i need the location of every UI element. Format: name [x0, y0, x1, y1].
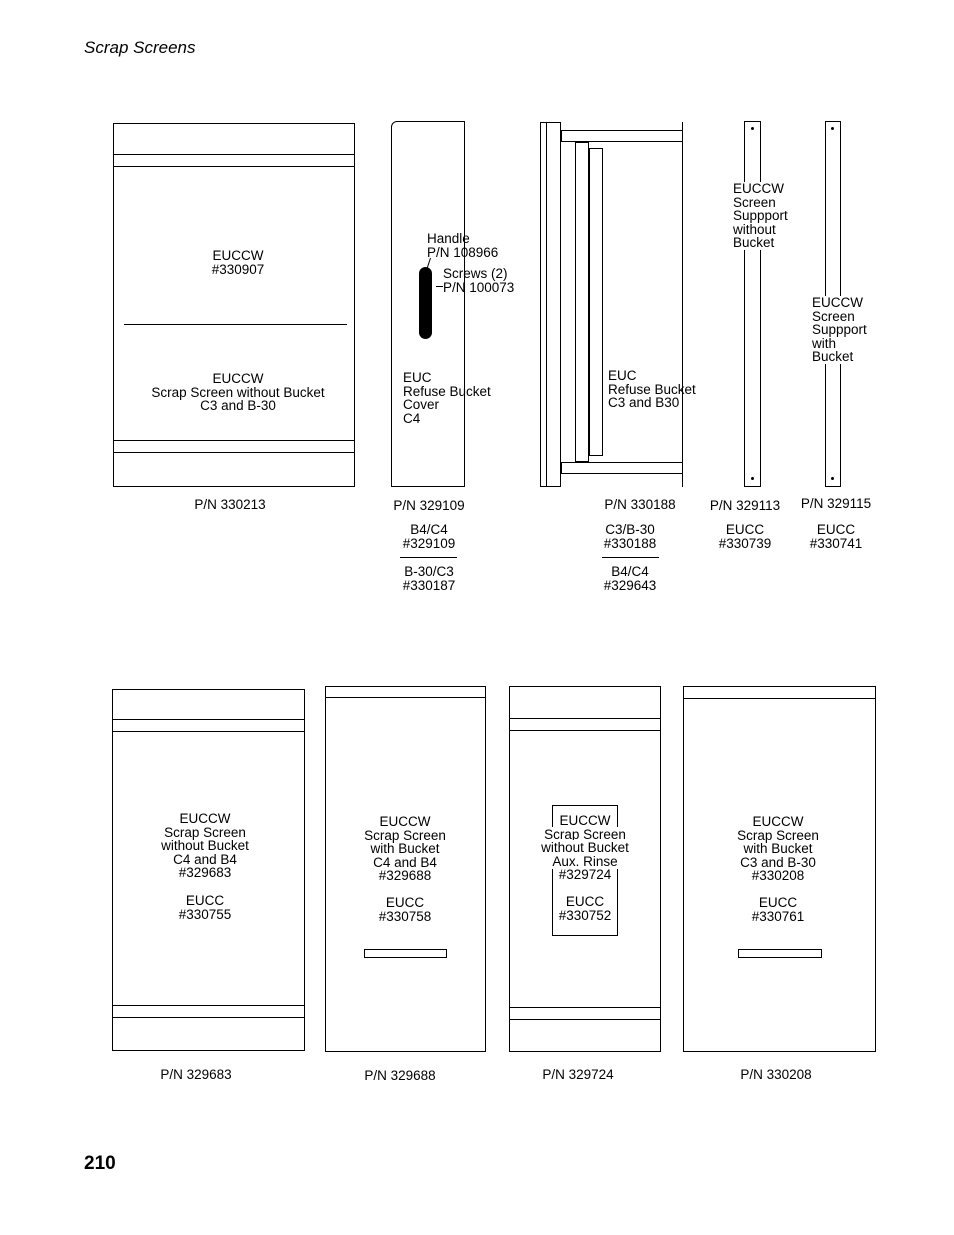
screen-slot [738, 949, 822, 958]
part-number-329683: P/N 329683 [160, 1067, 232, 1082]
model-b30-c3: B-30/C3 #330187 [402, 564, 456, 593]
model-b4-c4: B4/C4 #329109 [402, 522, 456, 551]
model-c3-b30: C3/B-30 #330188 [603, 522, 657, 551]
screen-top-rail [683, 686, 876, 699]
support-desc-label: EUCCW Screen Suppport with Bucket [810, 295, 869, 364]
handle-icon [419, 267, 432, 339]
screen-outline [113, 123, 355, 487]
mounting-hole-icon [831, 127, 834, 130]
part-number-330213: P/N 330213 [194, 497, 266, 512]
screen-euc-label: EUCC #330755 [178, 893, 232, 922]
model-330741: EUCC #330741 [809, 522, 863, 551]
screen-slot [364, 949, 447, 958]
bucket-flange [540, 122, 561, 487]
screen-top-rail [113, 154, 355, 167]
support-desc-label: EUCCW Screen Suppport without Bucket [731, 181, 790, 250]
part-number-329724: P/N 329724 [542, 1067, 614, 1082]
bucket-bottom-lip [561, 462, 683, 474]
bucket-desc-label: EUC Refuse Bucket C3 and B30 [608, 368, 696, 410]
bucket-top-lip [561, 130, 683, 142]
screen-desc-label: EUCCW Scrap Screen with Bucket C4 and B4… [364, 814, 446, 883]
screen-euc-label: EUCC #330758 [378, 895, 432, 924]
mounting-hole-icon [831, 477, 834, 480]
bucket-inner-wall [589, 148, 603, 456]
part-number-330208: P/N 330208 [740, 1067, 812, 1082]
screen-top-rail [509, 718, 661, 731]
bucket-side-wall [575, 142, 589, 462]
cover-desc-label: EUC Refuse Bucket Cover C4 [403, 370, 491, 426]
model-330739: EUCC #330739 [718, 522, 772, 551]
divider-line [124, 324, 347, 325]
part-number-329688: P/N 329688 [364, 1068, 436, 1083]
mounting-hole-icon [751, 127, 754, 130]
part-number-329115: P/N 329115 [800, 496, 872, 511]
page-header-title: Scrap Screens [84, 38, 196, 57]
screen-outline [112, 689, 305, 1051]
screen-desc-label: EUCCW Scrap Screen without Bucket C3 and… [151, 371, 325, 413]
bucket-outline [540, 122, 683, 487]
part-number-329113: P/N 329113 [709, 498, 781, 513]
flange-line [546, 122, 547, 487]
mounting-hole-icon [751, 477, 754, 480]
screen-euc-label: EUCC #330752 [558, 894, 612, 923]
screen-bottom-rail [113, 440, 355, 453]
model-b4-c4-bucket: B4/C4 #329643 [603, 564, 657, 593]
screen-outline [683, 686, 876, 1052]
support-bar [744, 121, 761, 487]
screen-top-rail [112, 719, 305, 732]
model-divider [602, 557, 659, 558]
screen-desc-label: EUCCW Scrap Screen with Bucket C3 and B-… [737, 814, 819, 883]
screen-bottom-rail [112, 1005, 305, 1018]
screws-label: Screws (2) P/N 100073 [443, 266, 515, 295]
part-number-330188: P/N 330188 [604, 497, 676, 512]
screen-desc-text: EUCCW Scrap Screen without Bucket Aux. R… [541, 813, 629, 882]
handle-label: Handle P/N 108966 [427, 231, 499, 260]
screen-desc-label: EUCCW Scrap Screen without Bucket C4 and… [161, 811, 249, 880]
screen-desc-label: EUCCW Scrap Screen without Bucket Aux. R… [520, 813, 650, 882]
screen-top-rail [325, 686, 486, 698]
model-divider [400, 557, 457, 558]
screws-leader-line [436, 286, 443, 287]
screen-model-label: EUCCW #330907 [211, 248, 265, 277]
screen-euc-label: EUCC #330761 [751, 895, 805, 924]
part-number-329109: P/N 329109 [393, 498, 465, 513]
screen-outline [325, 686, 486, 1052]
page-number: 210 [84, 1153, 116, 1174]
screen-bottom-rail [509, 1007, 661, 1020]
